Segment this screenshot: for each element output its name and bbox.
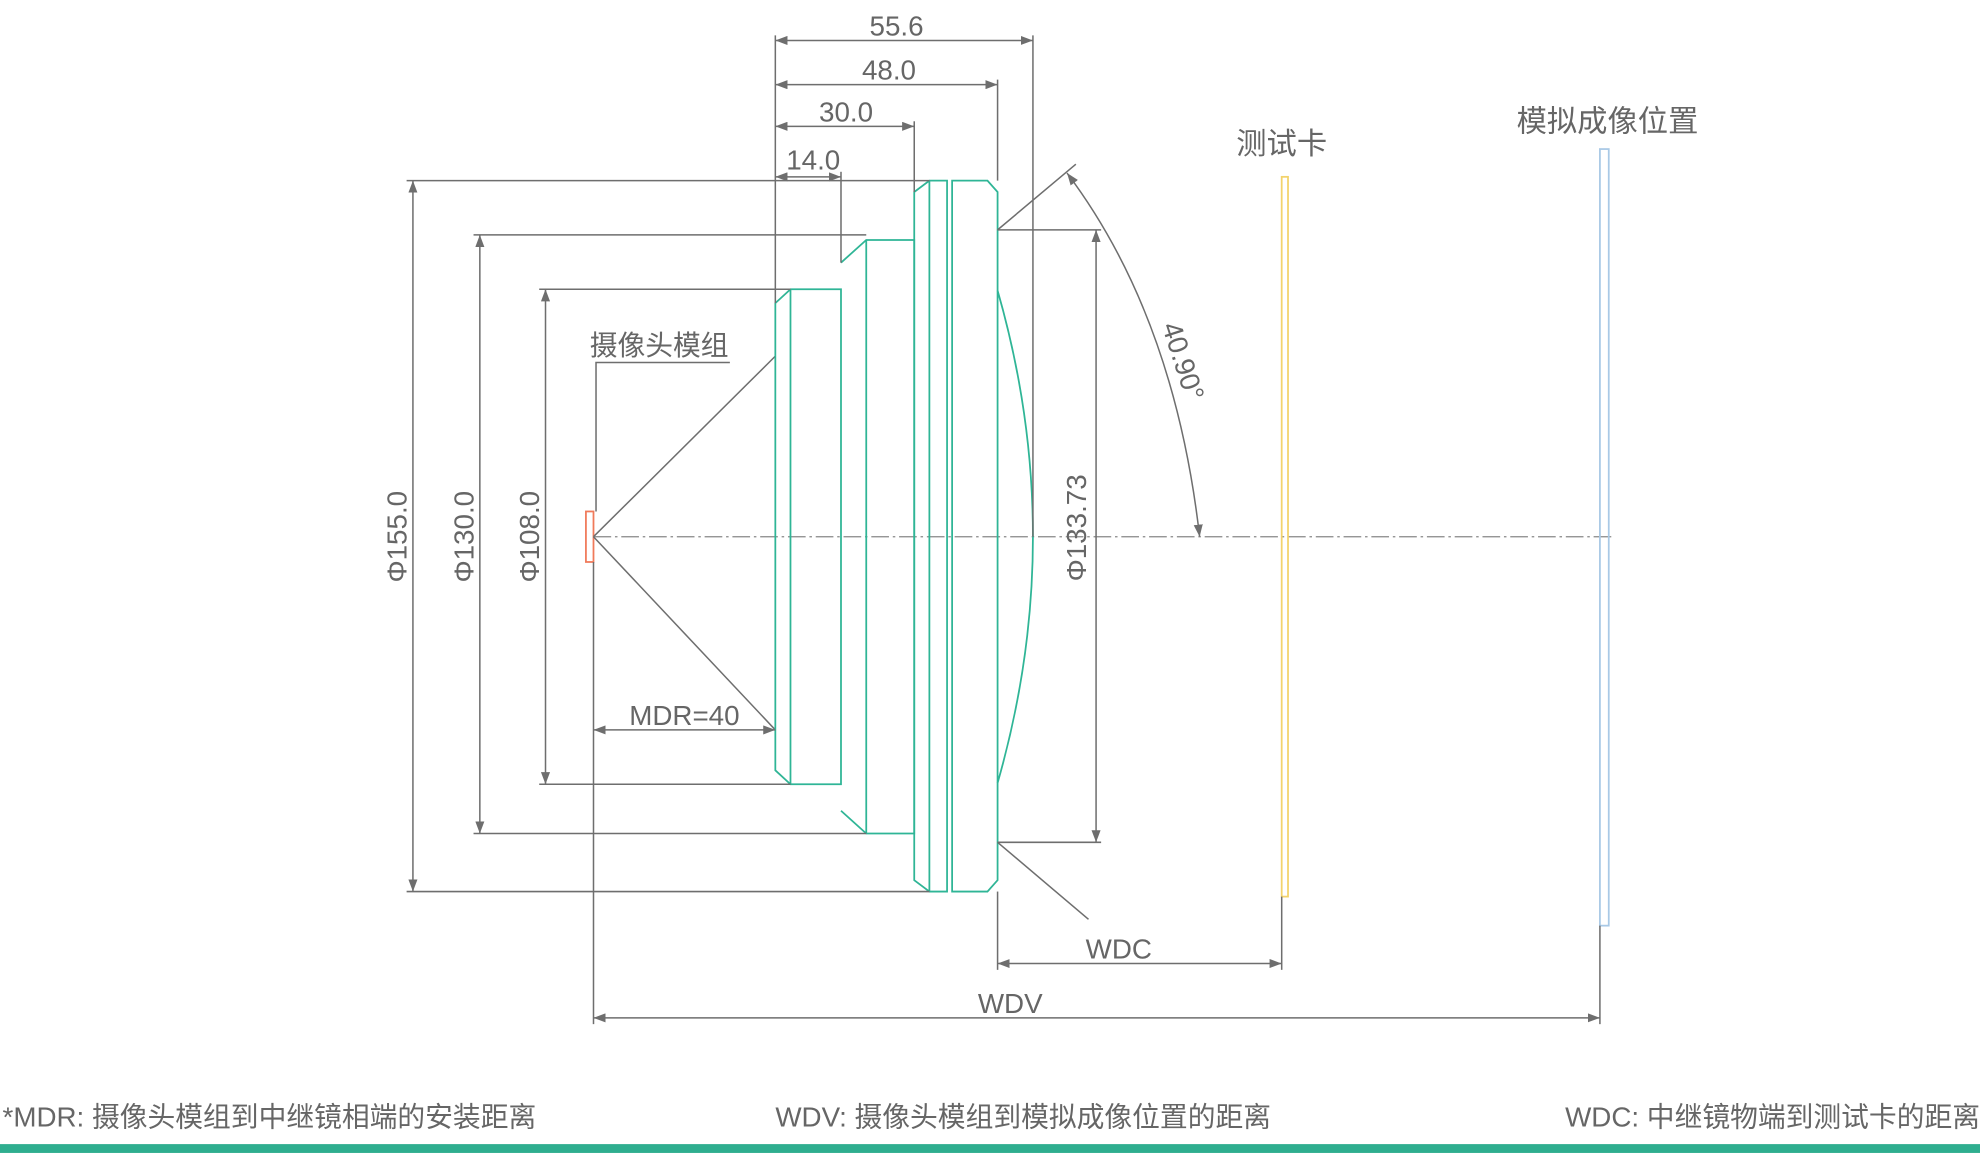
dim-phi130: Φ130.0 (449, 491, 480, 583)
dim-14-0: 14.0 (786, 144, 840, 175)
simulated-image-plane (1599, 148, 1610, 927)
wdv-label: WDV (978, 988, 1043, 1019)
test-card-label: 测试卡 (1236, 127, 1327, 161)
dim-phi133-73: Φ133.73 (1061, 474, 1092, 581)
footer-wdc-note: WDC: 中继镜物端到测试卡的距离 (1565, 1101, 1980, 1132)
camera-module-leader (595, 361, 730, 512)
wdc-leader (997, 841, 1089, 920)
angle-arc (1066, 172, 1203, 537)
length-dimensions (774, 35, 1034, 537)
simulated-image-label: 模拟成像位置 (1517, 104, 1699, 138)
wdc-label: WDC (1086, 933, 1152, 964)
fov-ray-top (592, 355, 776, 538)
dim-30-0: 30.0 (819, 96, 873, 127)
footer-bar (0, 1144, 1980, 1153)
angle-ray (997, 163, 1077, 231)
mdr-label: MDR=40 (629, 700, 739, 731)
dim-phi108: Φ108.0 (514, 491, 545, 583)
dim-55-6: 55.6 (870, 10, 924, 41)
fov-ray-bottom (592, 536, 776, 731)
dim-phi155: Φ155.0 (382, 491, 413, 583)
camera-module-label: 摄像头模组 (590, 330, 729, 361)
angle-label: 40.90° (1156, 318, 1210, 404)
footer-mdr-note: *MDR: 摄像头模组到中继镜相端的安装距离 (3, 1101, 537, 1132)
camera-sensor (585, 510, 595, 563)
footer-wdv-note: WDV: 摄像头模组到模拟成像位置的距离 (775, 1101, 1271, 1132)
test-card (1280, 175, 1289, 898)
relay-lens (774, 179, 1034, 893)
dim-48-0: 48.0 (862, 55, 916, 86)
